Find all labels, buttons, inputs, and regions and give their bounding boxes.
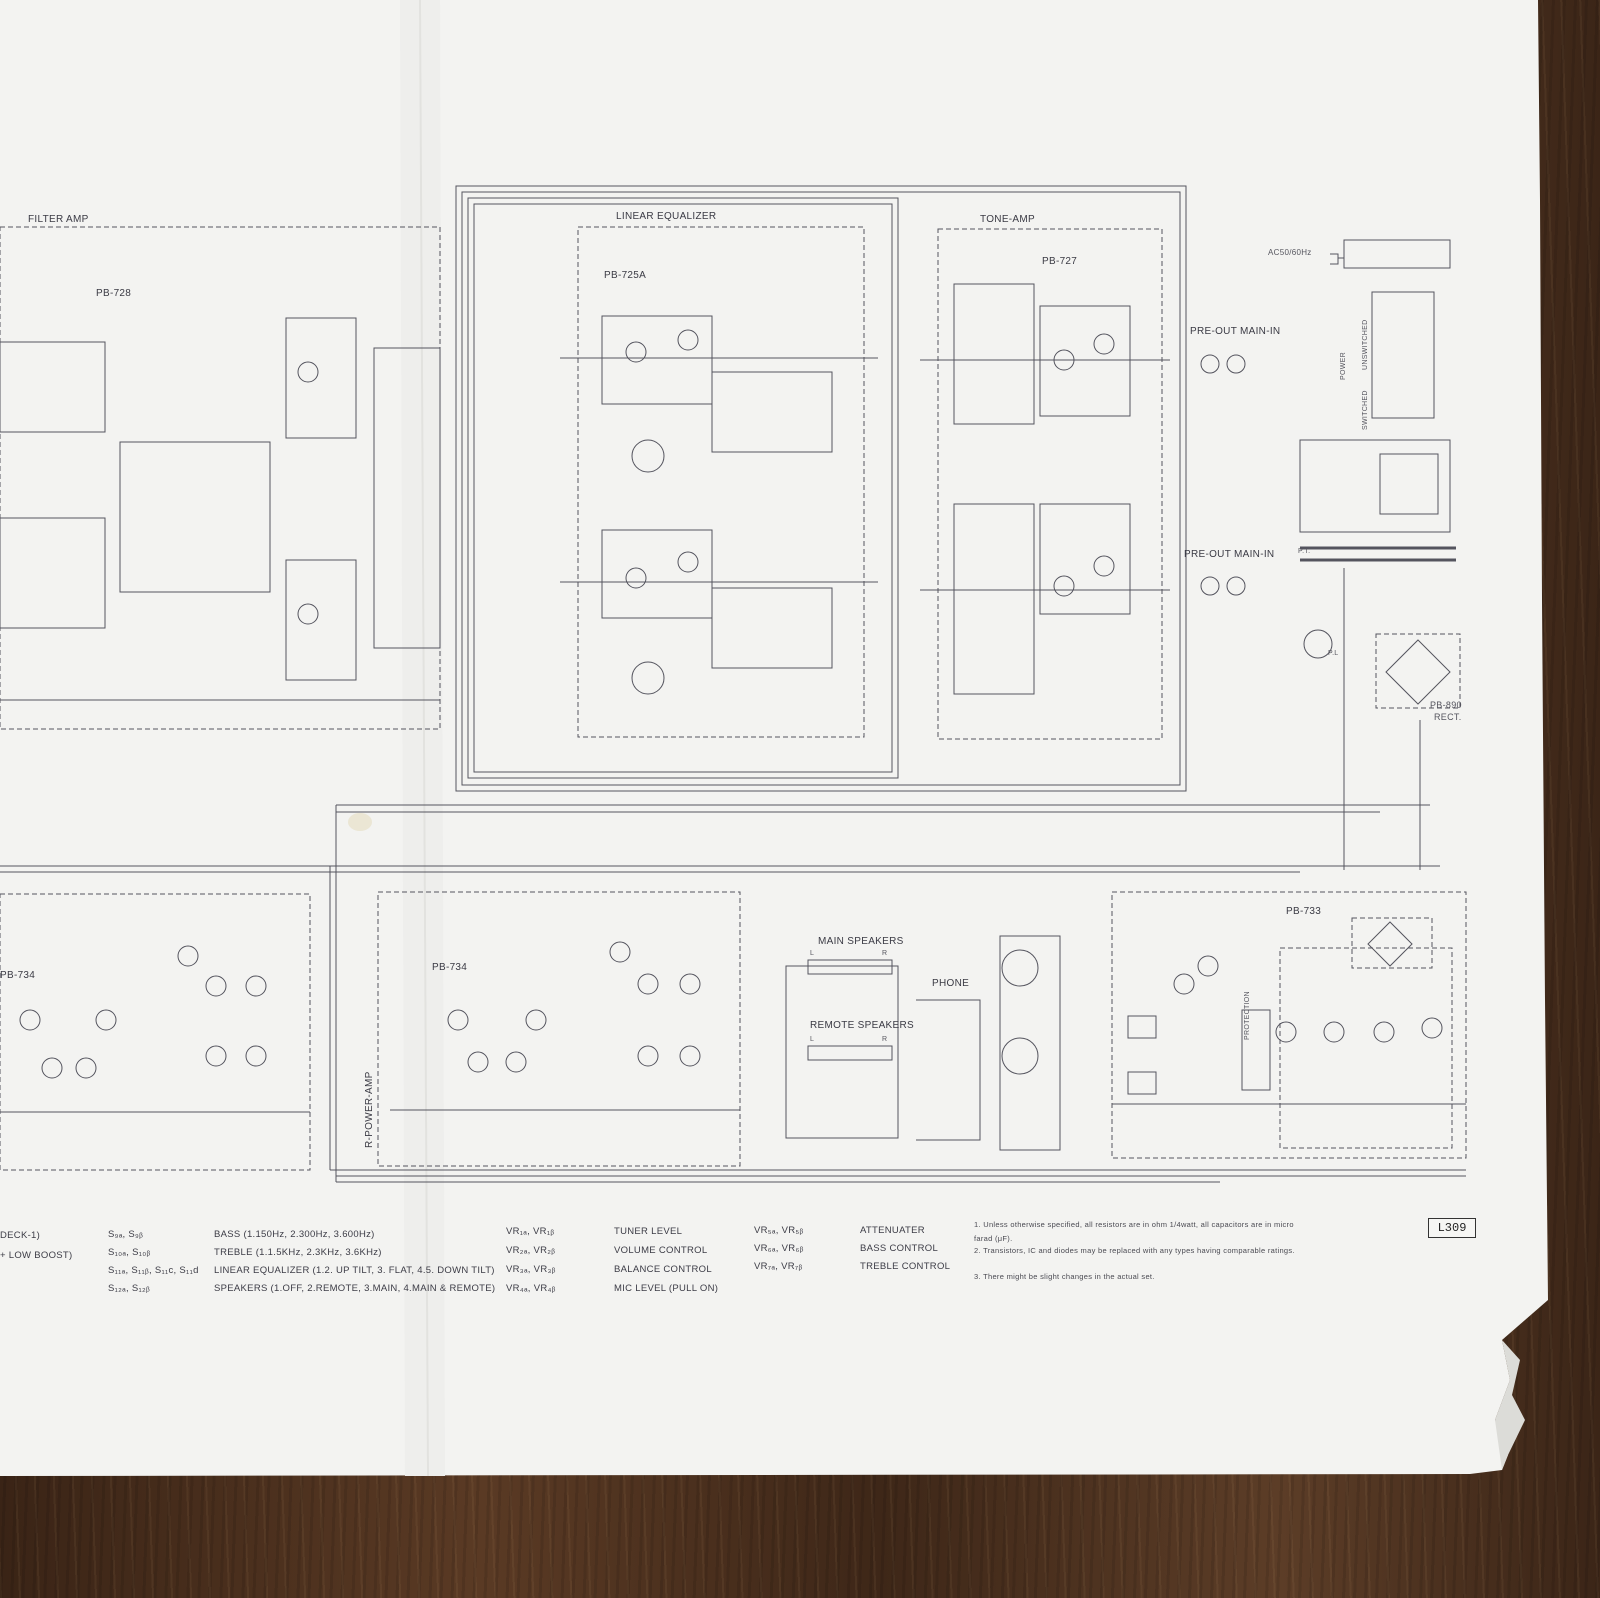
legend-code-speakers: S₁₂ₐ, S₁₂ᵦ (108, 1283, 150, 1294)
legend-desc-balance: BALANCE CONTROL (614, 1264, 712, 1275)
rect-label: RECT. (1434, 712, 1462, 722)
paper-shadow-fold (400, 0, 445, 1476)
legend-desc-speakers: SPEAKERS (1.OFF, 2.REMOTE, 3.MAIN, 4.MAI… (214, 1283, 496, 1294)
legend-desc-bass-control: BASS CONTROL (860, 1243, 939, 1254)
remote-speakers-r: R (882, 1036, 888, 1043)
legend-desc-attenuater: ATTENUATER (860, 1225, 925, 1236)
phone-label: PHONE (932, 978, 970, 989)
pb725a-label: PB-725A (604, 270, 647, 281)
filter-amp-label: FILTER AMP (28, 214, 89, 225)
note-3: 3. There might be slight changes in the … (974, 1272, 1155, 1281)
r-power-amp-label: R-POWER-AMP (364, 1071, 375, 1148)
pb734-left-label: PB-734 (0, 970, 36, 981)
legend-code-treble-control: VR₇ₐ, VR₇ᵦ (754, 1261, 803, 1272)
legend-code-attenuater: VR₅ₐ, VR₅ᵦ (754, 1225, 804, 1236)
note-1: 1. Unless otherwise specified, all resis… (974, 1220, 1294, 1243)
remote-speakers-label: REMOTE SPEAKERS (810, 1020, 914, 1031)
partial-legend-line-1: DECK-1) (0, 1230, 41, 1241)
power-label: POWER (1340, 352, 1347, 380)
tone-amp-label: TONE-AMP (980, 214, 1035, 225)
main-speakers-r: R (882, 950, 888, 957)
circuit-lines (0, 185, 1467, 1183)
legend-desc-volume: VOLUME CONTROL (614, 1245, 708, 1256)
partial-legend-line-2: + LOW BOOST) (0, 1250, 73, 1261)
pb728-label: PB-728 (96, 288, 132, 299)
legend-code-linear-eq: S₁₁ₐ, S₁₁ᵦ, S₁₁c, S₁₁d (108, 1265, 199, 1276)
main-speakers-label: MAIN SPEAKERS (818, 936, 904, 947)
legend-code-volume: VR₂ₐ, VR₂ᵦ (506, 1245, 556, 1256)
pl-label: P.L (1328, 650, 1339, 657)
protection-label: PROTECTION (1244, 991, 1251, 1040)
pre-out-main-in-label-2: PRE-OUT MAIN-IN (1184, 549, 1275, 560)
main-speakers-l: L (810, 950, 815, 957)
pre-out-main-in-label-1: PRE-OUT MAIN-IN (1190, 326, 1281, 337)
legend-code-balance: VR₃ₐ, VR₃ᵦ (506, 1264, 556, 1275)
paper-sheet (0, 0, 1548, 1476)
legend-desc-tuner: TUNER LEVEL (614, 1226, 683, 1237)
pb733-label: PB-733 (1286, 906, 1322, 917)
legend-desc-treble: TREBLE (1.1.5KHz, 2.3KHz, 3.6KHz) (214, 1247, 382, 1258)
torn-corner (1495, 1340, 1525, 1470)
pb890-label: PB-890 (1430, 700, 1462, 710)
pb727-label: PB-727 (1042, 256, 1078, 267)
pt-label: P.T. (1298, 548, 1311, 555)
legend-code-mic: VR₄ₐ, VR₄ᵦ (506, 1283, 556, 1294)
pb734-label: PB-734 (432, 962, 468, 973)
page-id-box: L309 (1428, 1218, 1476, 1238)
legend-desc-bass: BASS (1.150Hz, 2.300Hz, 3.600Hz) (214, 1229, 375, 1240)
legend-code-tuner: VR₁ₐ, VR₁ᵦ (506, 1226, 555, 1237)
unswitched-label: UNSWITCHED (1362, 319, 1369, 370)
legend-code-bass: S₉ₐ, S₉ᵦ (108, 1229, 144, 1240)
switched-label: SWITCHED (1362, 390, 1369, 430)
note-2: 2. Transistors, IC and diodes may be rep… (974, 1246, 1295, 1255)
legend-desc-treble-control: TREBLE CONTROL (860, 1261, 951, 1272)
linear-equalizer-label: LINEAR EQUALIZER (616, 211, 717, 222)
legend-desc-linear-eq: LINEAR EQUALIZER (1.2. UP TILT, 3. FLAT,… (214, 1265, 495, 1276)
legend-desc-mic: MIC LEVEL (PULL ON) (614, 1283, 719, 1294)
remote-speakers-l: L (810, 1036, 815, 1043)
ac-input-label: AC50/60Hz (1268, 248, 1312, 257)
legend-code-treble: S₁₀ₐ, S₁₀ᵦ (108, 1247, 151, 1258)
legend-code-bass-control: VR₆ₐ, VR₆ᵦ (754, 1243, 804, 1254)
